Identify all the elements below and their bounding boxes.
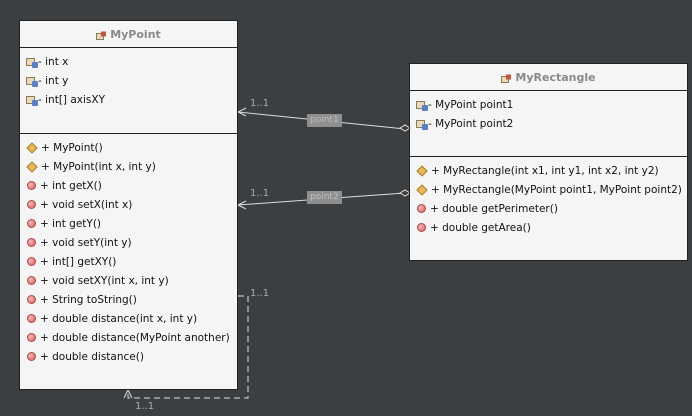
class-header: MyPoint: [20, 21, 237, 48]
assoc2-multiplicity: 1..1: [250, 188, 270, 199]
field-row[interactable]: - int y: [26, 71, 237, 90]
method-icon: [417, 204, 426, 213]
self-assoc-arrow: [123, 388, 133, 399]
constructor-icon: [26, 160, 38, 173]
method-icon: [27, 352, 36, 361]
assoc1-role: point1: [307, 114, 342, 127]
fields-section: - MyPoint point1 - MyPoint point2: [410, 91, 687, 157]
class-name: MyPoint: [110, 27, 161, 41]
method-icon: [27, 257, 36, 266]
field-icon: [26, 95, 38, 106]
constructor-icon: [416, 183, 428, 196]
method-icon: [417, 223, 426, 232]
class-header: MyRectangle: [410, 64, 687, 91]
field-row[interactable]: - int x: [26, 52, 237, 71]
method-row[interactable]: + double distance(): [26, 347, 237, 366]
method-row[interactable]: + double distance(MyPoint another): [26, 328, 237, 347]
constructor-row[interactable]: + MyRectangle(MyPoint point1, MyPoint po…: [416, 180, 687, 199]
method-icon: [27, 333, 36, 342]
method-row[interactable]: + String toString(): [26, 290, 237, 309]
method-icon: [27, 276, 36, 285]
class-icon: [501, 73, 512, 83]
constructor-icon: [26, 141, 38, 154]
self-assoc-line: [127, 295, 249, 399]
field-icon: [416, 100, 428, 111]
field-icon: [416, 119, 428, 130]
class-myrectangle[interactable]: MyRectangle - MyPoint point1 - MyPoint p…: [409, 63, 688, 261]
method-row[interactable]: + int getX(): [26, 176, 237, 195]
method-icon: [27, 295, 36, 304]
method-icon: [27, 200, 36, 209]
method-row[interactable]: + int[] getXY(): [26, 252, 237, 271]
self-assoc-multiplicity-b: 1..1: [135, 401, 155, 412]
method-row[interactable]: + int getY(): [26, 214, 237, 233]
constructor-row[interactable]: + MyRectangle(int x1, int y1, int x2, in…: [416, 161, 687, 180]
method-row[interactable]: + void setY(int y): [26, 233, 237, 252]
self-assoc-multiplicity-a: 1..1: [250, 288, 270, 299]
aggregation-diamond-2: [399, 189, 411, 197]
method-icon: [27, 314, 36, 323]
class-icon: [96, 30, 107, 40]
methods-section: + MyPoint() + MyPoint(int x, int y) + in…: [20, 134, 237, 366]
class-mypoint[interactable]: MyPoint - int x - int y - int[] axisXY +…: [19, 20, 238, 390]
fields-section: - int x - int y - int[] axisXY: [20, 48, 237, 134]
method-row[interactable]: + void setX(int x): [26, 195, 237, 214]
method-icon: [27, 219, 36, 228]
constructor-icon: [416, 164, 428, 177]
aggregation-diamond-1: [399, 124, 411, 132]
assoc-arrow-2: [236, 200, 247, 210]
class-name: MyRectangle: [515, 70, 596, 84]
field-row[interactable]: - MyPoint point2: [416, 114, 687, 133]
method-row[interactable]: + double getPerimeter(): [416, 199, 687, 218]
field-row[interactable]: - int[] axisXY: [26, 90, 237, 109]
method-icon: [27, 238, 36, 247]
field-icon: [26, 76, 38, 87]
field-icon: [26, 57, 38, 68]
method-icon: [27, 181, 36, 190]
assoc2-role: point2: [307, 191, 342, 204]
method-row[interactable]: + double getArea(): [416, 218, 687, 237]
assoc1-multiplicity: 1..1: [250, 98, 270, 109]
method-row[interactable]: + void setXY(int x, int y): [26, 271, 237, 290]
assoc-arrow-1: [236, 107, 247, 117]
method-row[interactable]: + double distance(int x, int y): [26, 309, 237, 328]
field-row[interactable]: - MyPoint point1: [416, 95, 687, 114]
constructor-row[interactable]: + MyPoint(int x, int y): [26, 157, 237, 176]
methods-section: + MyRectangle(int x1, int y1, int x2, in…: [410, 157, 687, 237]
constructor-row[interactable]: + MyPoint(): [26, 138, 237, 157]
